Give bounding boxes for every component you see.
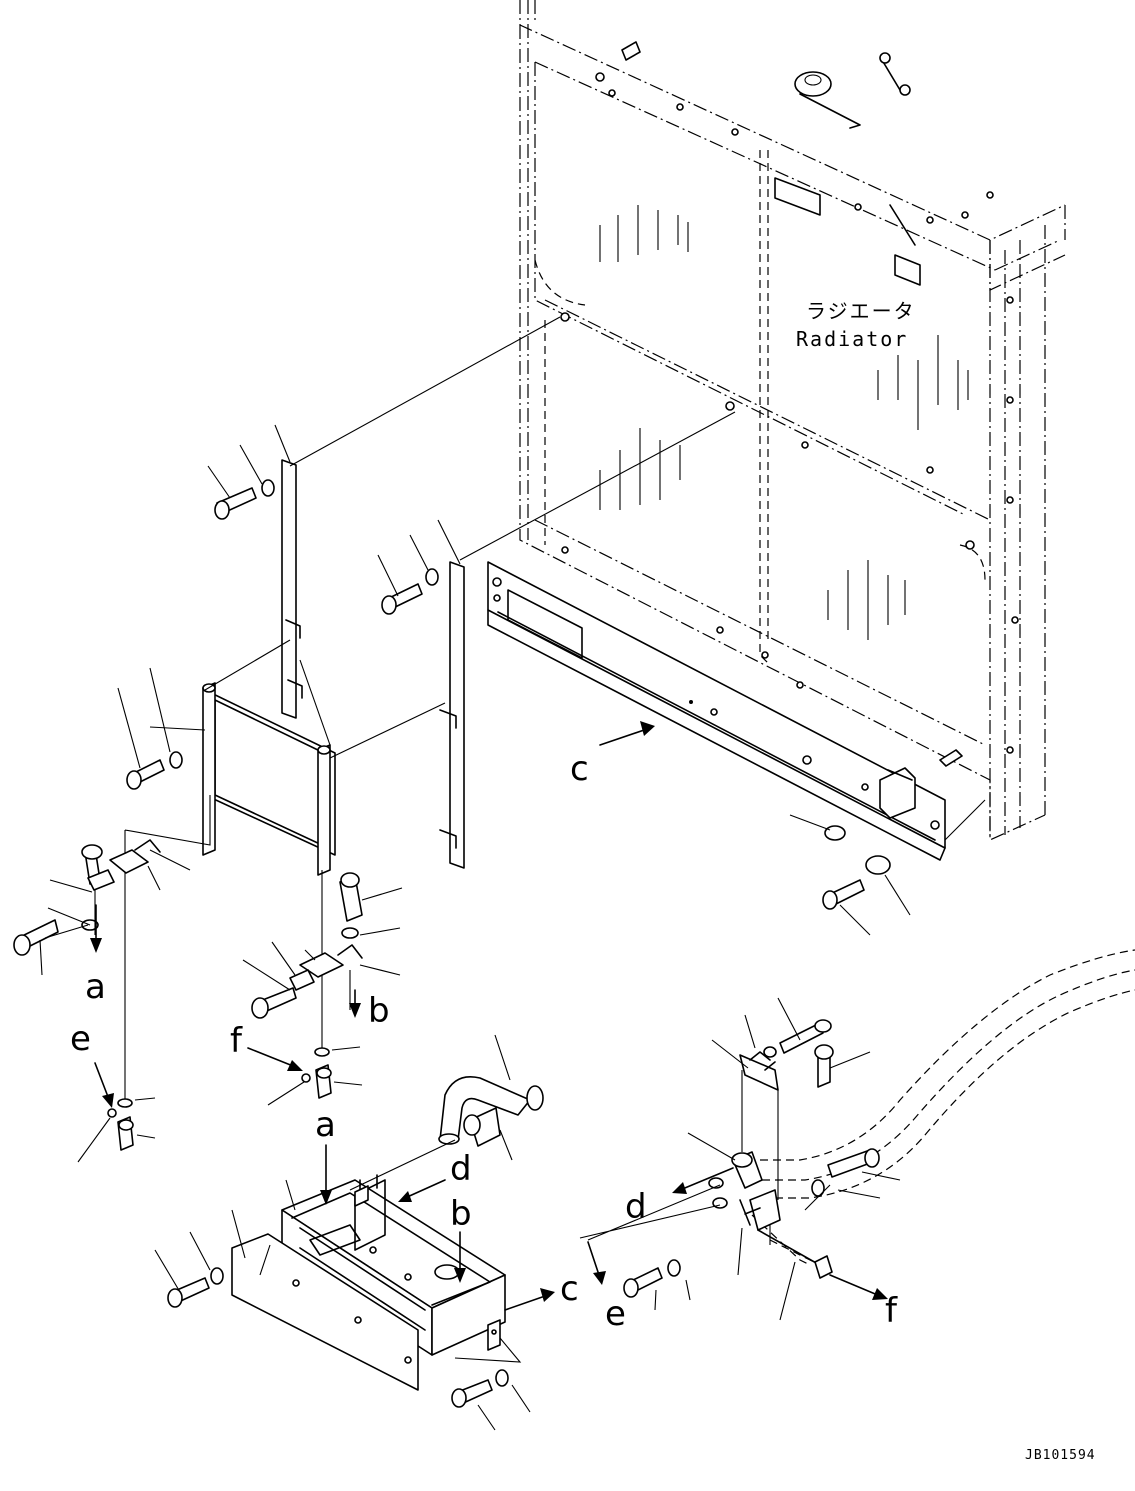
radiator-outline: [519, 0, 1066, 841]
label-e-low: e: [605, 1294, 626, 1334]
small-cooler-core: [117, 639, 446, 1100]
mid-bottom-mount: [242, 872, 403, 1019]
right-hose-assembly: [579, 949, 1135, 1321]
label-f-mid: f: [230, 1021, 243, 1061]
label-a-top: a: [85, 967, 106, 1007]
label-e-top: e: [70, 1019, 91, 1059]
label-d-right: d: [625, 1187, 647, 1227]
connector-fittings: [77, 1046, 363, 1163]
label-c-low: c: [560, 1269, 579, 1309]
label-b-top: b: [368, 991, 390, 1031]
radiator-bolt-dots: [560, 45, 1019, 754]
label-f-low: f: [885, 1291, 898, 1331]
label-b-low: b: [450, 1194, 472, 1234]
bottom-rail: [487, 561, 963, 861]
drawing-code: JB101594: [1025, 1448, 1096, 1463]
radiator-label-ja: ラジエータ: [806, 299, 916, 323]
reference-arrows: [90, 721, 888, 1311]
left-tall-bracket: [207, 316, 561, 719]
label-a-mid: a: [315, 1105, 336, 1145]
radiator-label-en: Radiator: [796, 327, 908, 351]
lower-box-assembly: [154, 1139, 531, 1431]
label-c-top: c: [570, 749, 589, 789]
middle-tall-bracket: [377, 519, 465, 869]
curved-hose: [438, 1034, 544, 1161]
label-d-left: d: [450, 1149, 472, 1189]
rail-bolt-hardware: [789, 814, 911, 936]
left-bottom-mount: [13, 839, 191, 976]
